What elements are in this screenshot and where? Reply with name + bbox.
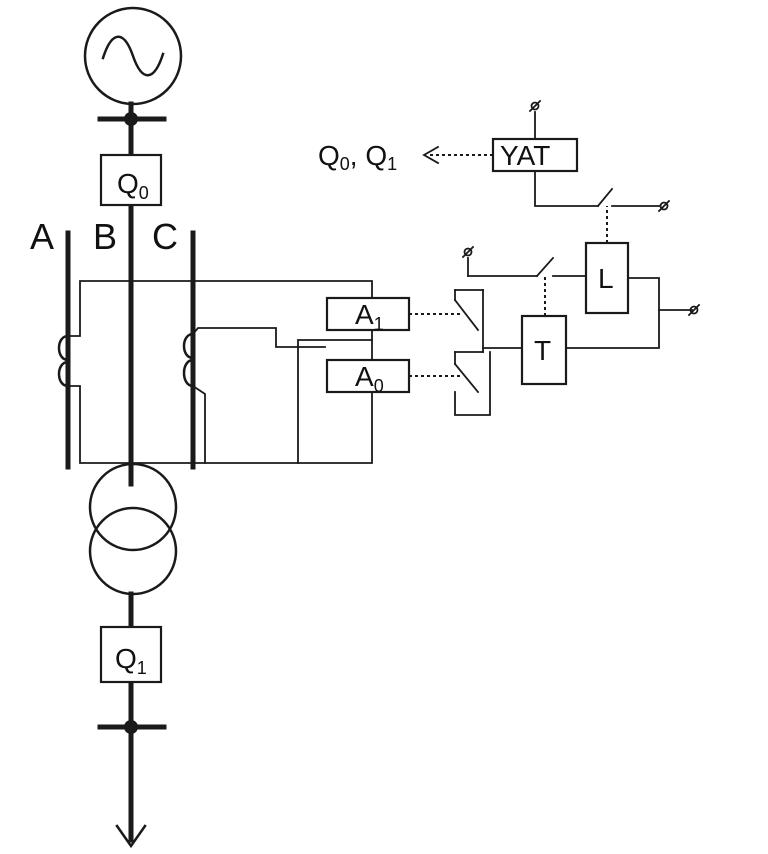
l-label: L <box>598 263 614 294</box>
phase-a-label: A <box>30 216 54 257</box>
svg-text:Q0: Q0 <box>117 168 149 203</box>
q0-label: Q <box>117 168 139 199</box>
control-wiring <box>467 256 693 349</box>
terminal-icon <box>657 199 671 213</box>
a0-label: A <box>355 361 374 392</box>
relay-contact-icon <box>453 257 491 416</box>
relay-a1: A1 <box>325 296 411 334</box>
trip-arrow <box>422 145 493 165</box>
terminal-icon <box>528 99 542 113</box>
yat-label: YAT <box>500 140 550 171</box>
trip-targets-label: Q0, Q1 <box>318 140 397 174</box>
relay-l: L <box>584 241 630 315</box>
terminal-icon <box>461 245 475 259</box>
relay-t: T <box>520 314 568 386</box>
yat-contact-wiring <box>534 170 661 208</box>
breaker-q0: Q0 <box>99 153 163 207</box>
current-transformer-icon <box>57 334 70 388</box>
generator-icon <box>83 6 183 106</box>
ct-secondary-wiring <box>67 280 373 464</box>
terminal-icon <box>687 303 701 317</box>
svg-text:A0: A0 <box>355 361 384 396</box>
svg-text:A1: A1 <box>355 299 384 334</box>
a1-label: A <box>355 299 374 330</box>
current-transformer-icon <box>182 332 195 388</box>
transformer-icon <box>88 462 178 596</box>
relay-yat: YAT <box>491 137 579 173</box>
lower-busbar <box>97 720 167 734</box>
phase-c-label: C <box>152 216 178 257</box>
q1-label: Q <box>115 643 137 674</box>
svg-text:Q1: Q1 <box>115 643 147 678</box>
phase-b-label: B <box>93 216 117 257</box>
breaker-q1: Q1 <box>99 625 163 684</box>
upper-busbar <box>97 112 167 126</box>
t-label: T <box>534 335 551 366</box>
relay-a0: A0 <box>325 358 411 396</box>
arrow-down-icon <box>115 824 147 849</box>
